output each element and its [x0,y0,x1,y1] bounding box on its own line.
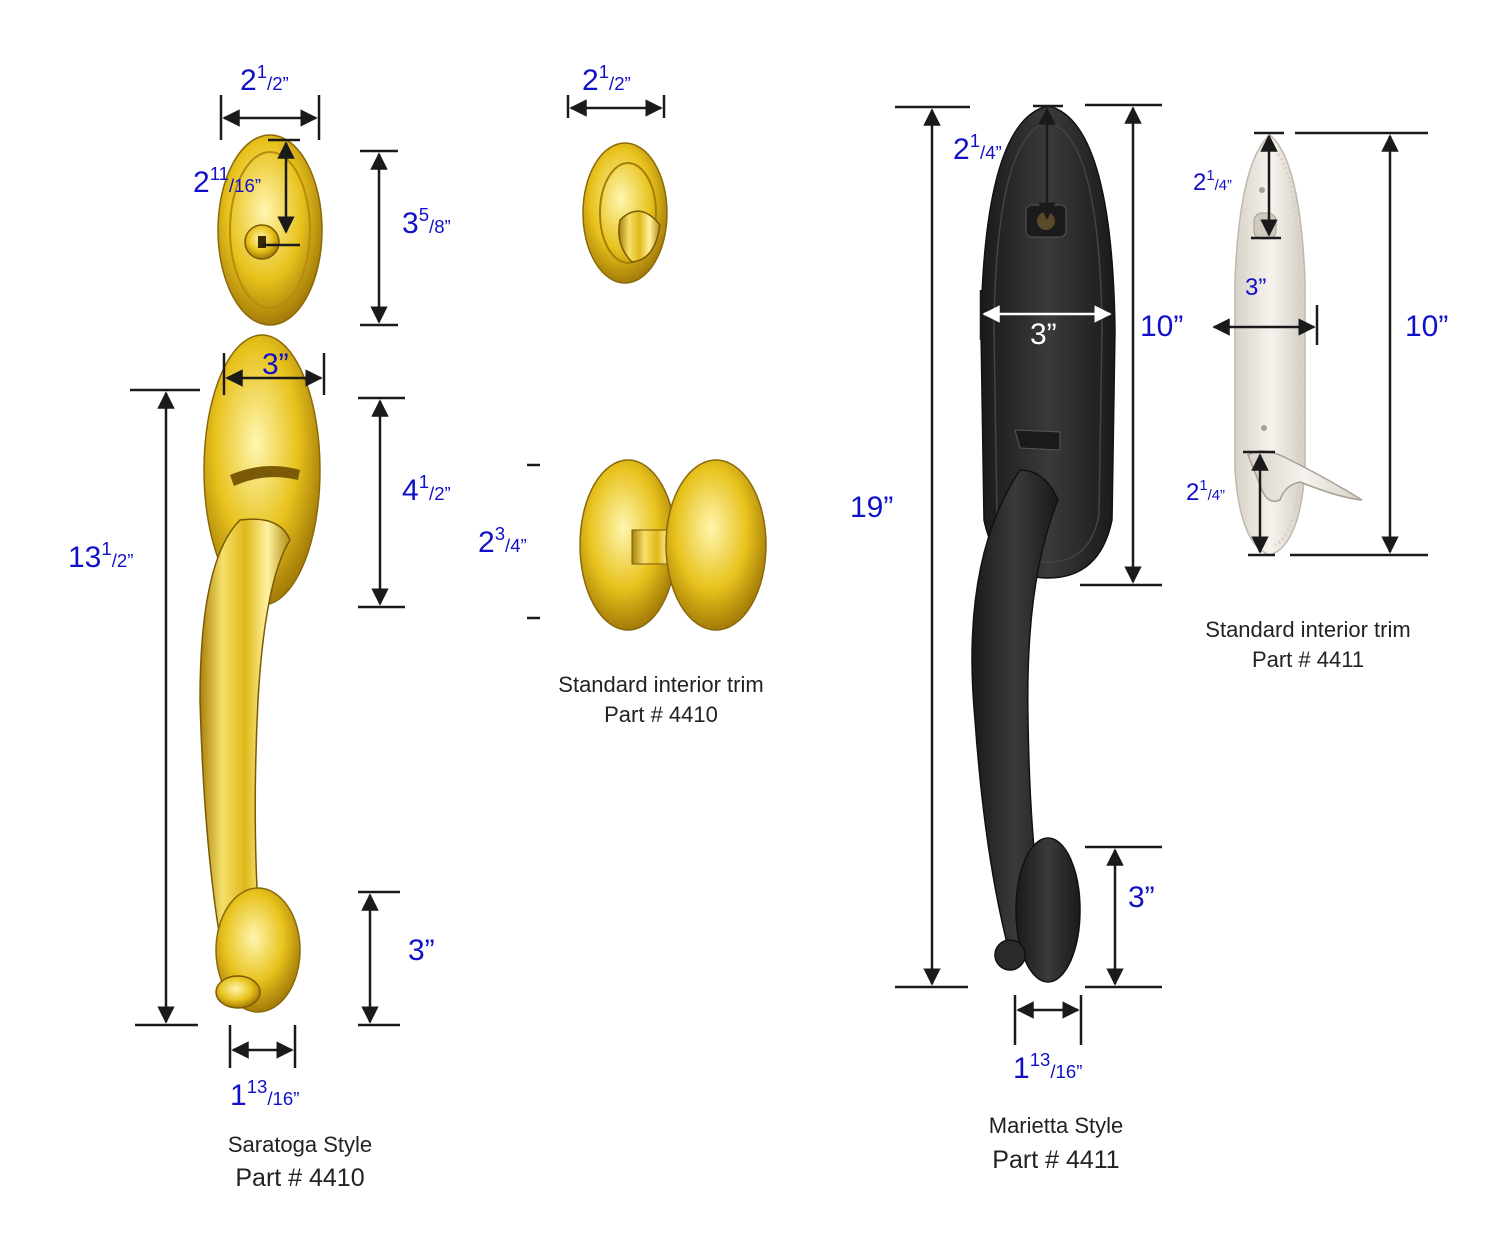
saratoga-bottom-plate-height-label: 3” [408,934,435,967]
marietta-caption-part: Part # 4411 [992,1146,1119,1174]
saratoga-dim-lines [130,95,405,1068]
saratoga-plate-width-label: 3” [262,348,289,381]
marietta-plate-height-label: 10” [1140,310,1183,343]
interior-4411-bottom-backset-label: 21/4” [1186,478,1225,506]
saratoga-top-plate-height-label: 41/2” [402,471,451,507]
marietta-bottom-plate-height-label: 3” [1128,881,1155,914]
interior-4410-caption-part: Part # 4410 [604,702,718,727]
interior-4411-plate-width-label: 3” [1245,274,1266,301]
marietta-backset-label: 21/4” [953,130,1002,166]
saratoga-caption-style: Saratoga Style [228,1132,372,1157]
interior-4410-caption-title: Standard interior trim [558,672,763,697]
saratoga-handleset [199,334,321,1013]
interior-4411-caption-title: Standard interior trim [1205,617,1410,642]
saratoga-deadbolt-height-label: 35/8” [402,204,451,240]
interior-4411-dim-lines [1212,131,1428,557]
interior-4410-thumbturn-width-label: 21/2” [582,61,631,97]
interior-4410-knob-diameter-label: 23/4” [478,523,527,559]
interior-4411-caption-part: Part # 4411 [1252,647,1364,672]
saratoga-caption-part: Part # 4410 [235,1164,364,1192]
marietta-dim-lines [895,103,1162,1045]
saratoga-bottom-width-label: 113/16” [230,1076,299,1112]
interior-4410-thumbturn [582,142,668,284]
saratoga-deadbolt-width-label: 21/2” [240,61,289,97]
marietta-caption-style: Marietta Style [989,1113,1124,1138]
marietta-bottom-width-label: 113/16” [1013,1049,1082,1085]
interior-4411-plate-height-label: 10” [1405,310,1448,343]
interior-4411-top-backset-label: 21/4” [1193,168,1232,196]
interior-4411-trim [1234,134,1363,556]
saratoga-overall-height-label: 131/2” [68,538,133,574]
marietta-handleset [971,105,1116,983]
saratoga-deadbolt [217,134,323,326]
saratoga-deadbolt-backset-label: 211/16” [193,163,261,199]
interior-4410-knob [579,459,767,631]
marietta-plate-width-label: 3” [1030,318,1057,351]
interior-4410-dim-lines [527,95,666,620]
marietta-overall-height-label: 19” [850,491,893,524]
